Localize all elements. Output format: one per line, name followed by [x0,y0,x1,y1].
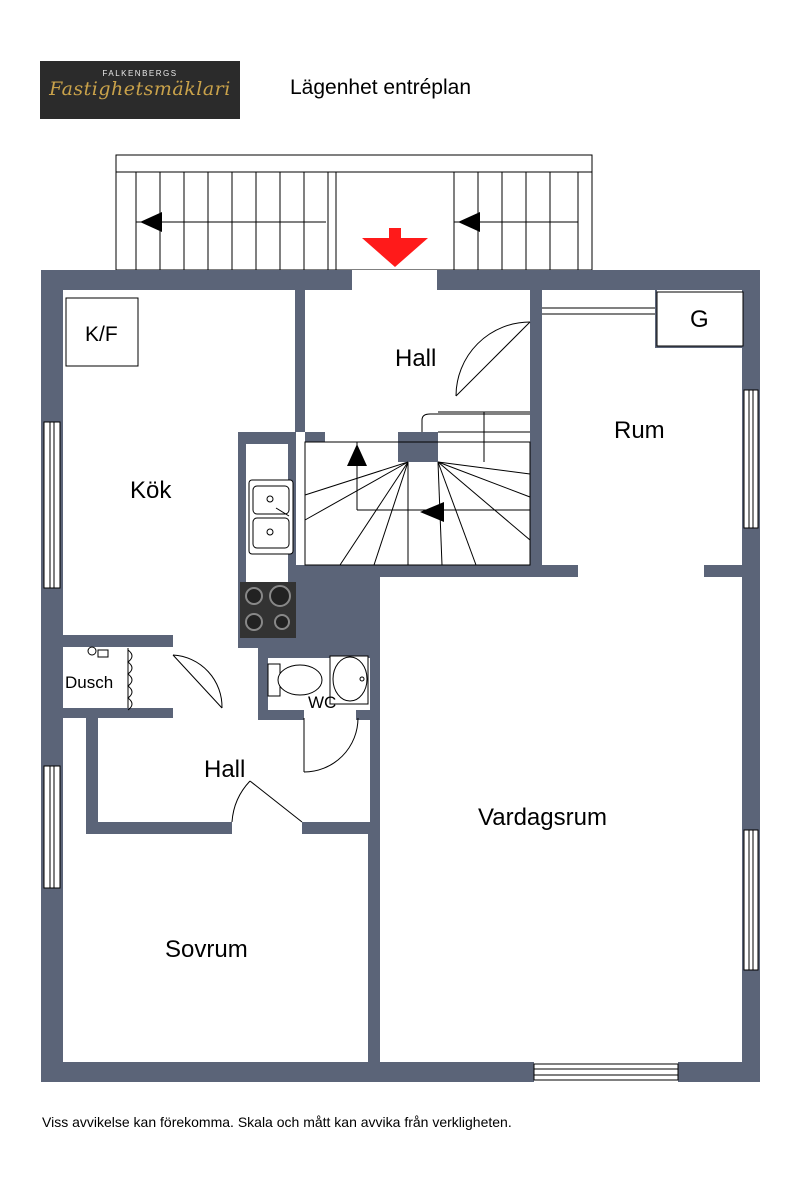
toilet-icon [267,663,323,697]
kitchen-sink-icon [248,479,294,555]
stove-icon [240,582,296,638]
company-logo: FALKENBERGS Fastighetsmäklari [40,61,240,119]
shower-icon [87,646,133,711]
disclaimer-text: Viss avvikelse kan förekomma. Skala och … [42,1114,512,1130]
logo-brand-top: FALKENBERGS [102,69,178,78]
room-label-kf: K/F [85,323,118,346]
stair-arrow-up-icon [347,444,367,466]
room-label-wc: WC [308,693,336,712]
exterior-stairs [115,154,593,271]
walls [41,270,760,1082]
doors [172,307,655,823]
windows [43,389,759,1081]
room-label-hall-top: Hall [395,345,436,372]
stair-arrow-left-icon [140,212,162,232]
room-label-vardagsrum: Vardagsrum [478,804,607,831]
page-title: Lägenhet entréplan [290,76,471,99]
room-label-kok: Kök [130,477,172,504]
room-label-sovrum: Sovrum [165,936,248,963]
room-label-dusch: Dusch [65,673,113,692]
room-label-hall-bottom: Hall [204,756,245,783]
stair-arrow-right-icon [458,212,480,232]
fridge-freezer [65,297,139,367]
stair-arrow-left-icon [420,502,444,522]
storage-closet [656,291,744,347]
entrance-arrow-icon [362,228,428,267]
washbasin-icon [329,655,369,705]
room-label-rum: Rum [614,417,665,444]
logo-brand-script: Fastighetsmäklari [49,78,231,100]
room-label-g: G [690,306,709,333]
